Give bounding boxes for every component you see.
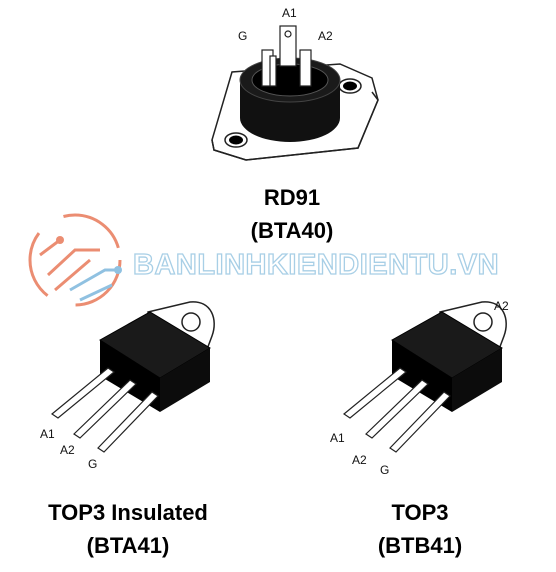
circuit-logo-icon bbox=[28, 213, 122, 307]
rd91-pin-a1-label: A1 bbox=[282, 6, 297, 20]
top3-tab-a2-label: A2 bbox=[494, 299, 509, 313]
top3-insulated-pin-a1-label: A1 bbox=[40, 427, 55, 441]
rd91-pin-g-label: G bbox=[238, 29, 247, 43]
top3-pin-a1-label: A1 bbox=[330, 431, 345, 445]
top3-part-number: (BTB41) bbox=[378, 533, 462, 558]
watermark-text: BANLINHKIENDIENTU.VN bbox=[133, 249, 499, 281]
top3-package-drawing bbox=[342, 301, 507, 453]
top3-pin-g-label: G bbox=[380, 463, 389, 477]
top3-insulated-part-number: (BTA41) bbox=[87, 533, 170, 558]
rd91-part-number: (BTA40) bbox=[251, 218, 334, 243]
rd91-package-name: RD91 bbox=[264, 185, 320, 210]
top3-insulated-package-name: TOP3 Insulated bbox=[48, 500, 208, 525]
top3-insulated-pin-g-label: G bbox=[88, 457, 97, 471]
top3-insulated-pin-a2-label: A2 bbox=[60, 443, 75, 457]
rd91-package-drawing bbox=[211, 25, 379, 161]
top3-package-name: TOP3 bbox=[391, 500, 448, 525]
top3-insulated-package-drawing bbox=[50, 301, 215, 453]
top3-pin-a2-label: A2 bbox=[352, 453, 367, 467]
rd91-pin-a2-label: A2 bbox=[318, 29, 333, 43]
